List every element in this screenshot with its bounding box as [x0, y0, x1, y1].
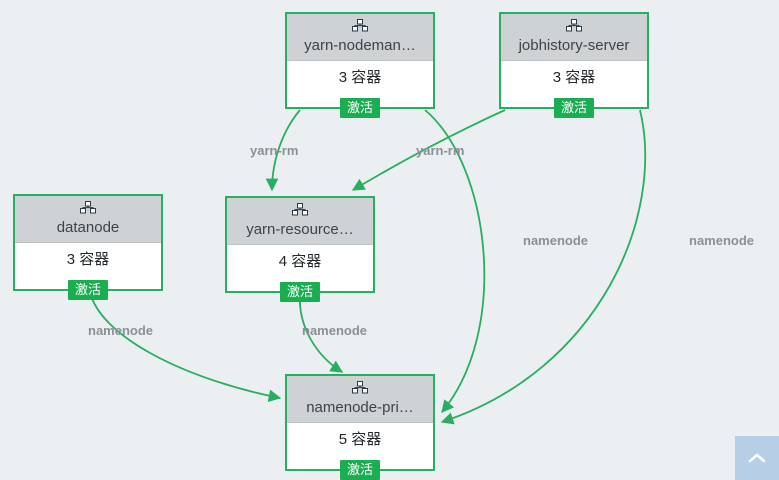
cubes-icon: [293, 381, 427, 397]
status-badge: 激活: [553, 98, 595, 118]
node-body: 4 容器激活: [227, 245, 373, 302]
status-badge: 激活: [279, 282, 321, 302]
node-header: yarn-nodeman…: [287, 14, 433, 61]
node-header: datanode: [15, 196, 161, 243]
node-header: jobhistory-server: [501, 14, 647, 61]
node-namenode-primary[interactable]: namenode-pri… 5 容器激活: [285, 374, 435, 480]
container-count: 3 容器: [338, 69, 382, 86]
status-badge: 激活: [339, 460, 381, 480]
node-title: namenode-pri…: [306, 399, 414, 416]
node-title: yarn-nodeman…: [304, 37, 416, 54]
node-datanode[interactable]: datanode 3 容器激活: [13, 194, 163, 300]
status-badge: 激活: [339, 98, 381, 118]
node-title: yarn-resource…: [246, 221, 354, 238]
edge-label: yarn-rm: [250, 143, 299, 158]
node-header: yarn-resource…: [227, 198, 373, 245]
edge-label: yarn-rm: [416, 143, 465, 158]
status-badge: 激活: [67, 280, 109, 300]
node-yarn-nodemanager[interactable]: yarn-nodeman… 3 容器激活: [285, 12, 435, 118]
container-count: 3 容器: [66, 251, 110, 268]
node-title: jobhistory-server: [518, 37, 630, 54]
edge-jobhistory-server-to-namenode-primary[interactable]: [440, 109, 647, 425]
node-yarn-resourcemanager[interactable]: yarn-resource… 4 容器激活: [225, 196, 375, 302]
node-title: datanode: [56, 219, 120, 236]
node-jobhistory-server[interactable]: jobhistory-server 3 容器激活: [499, 12, 649, 118]
node-body: 5 容器激活: [287, 423, 433, 480]
scroll-to-top-button[interactable]: [735, 436, 779, 480]
container-count: 3 容器: [552, 69, 596, 86]
container-count: 5 容器: [338, 431, 382, 448]
chevron-up-icon: [745, 446, 769, 470]
edge-label: namenode: [689, 233, 755, 248]
container-count: 4 容器: [278, 253, 322, 270]
edge-label: namenode: [88, 323, 154, 338]
cubes-icon: [507, 19, 641, 35]
edge-label: namenode: [302, 323, 368, 338]
cubes-icon: [21, 201, 155, 217]
cubes-icon: [293, 19, 427, 35]
cubes-icon: [233, 203, 367, 219]
edge-label: namenode: [523, 233, 589, 248]
node-body: 3 容器激活: [15, 243, 161, 300]
node-body: 3 容器激活: [501, 61, 647, 118]
node-body: 3 容器激活: [287, 61, 433, 118]
node-header: namenode-pri…: [287, 376, 433, 423]
edge-datanode-to-namenode-primary[interactable]: [89, 291, 282, 402]
